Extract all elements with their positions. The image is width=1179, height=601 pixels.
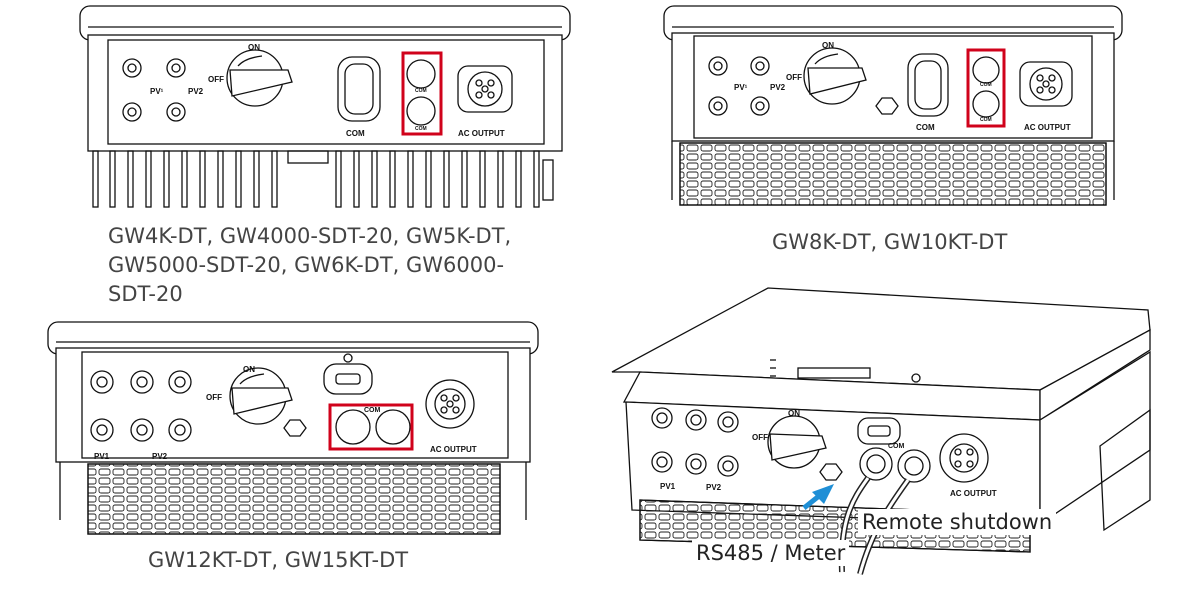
on-label: ON — [822, 41, 834, 50]
pv-connector-icon — [122, 58, 186, 122]
caption-line: GW4K-DT, GW4000-SDT-20, GW5K-DT, — [108, 224, 512, 248]
off-label: OFF — [208, 75, 224, 84]
pv2-label: PV2 — [706, 483, 722, 492]
ac-output-connector-icon — [939, 433, 989, 483]
inverter-panel-2 — [663, 5, 1123, 206]
on-label: ON — [243, 365, 255, 374]
com-label: COM — [346, 129, 365, 138]
com-port-a-label: COM — [415, 88, 427, 94]
pv-connector-icon — [651, 407, 739, 477]
pv1-label: PV¹ — [734, 83, 748, 92]
com-label: COM — [888, 443, 905, 450]
panel-3-caption: GW12KT-DT, GW15KT-DT — [148, 548, 409, 572]
rs485-arrow-icon — [802, 484, 834, 510]
pv1-label: PV¹ — [150, 87, 164, 96]
off-label: OFF — [752, 433, 768, 442]
com-port-b-label: COM — [415, 126, 427, 132]
inverter-panel-3 — [47, 321, 539, 535]
vent-valve-icon — [875, 97, 899, 115]
com-gland-icon — [859, 447, 931, 483]
vent-valve-icon — [819, 463, 843, 481]
pv2-label: PV2 — [188, 87, 204, 96]
com-highlight-box — [328, 403, 414, 451]
com-label: COM — [916, 123, 935, 132]
dc-switch-icon — [229, 367, 293, 425]
pv2-label: PV2 — [152, 452, 168, 461]
com-highlight-box — [401, 51, 443, 136]
off-label: OFF — [206, 393, 222, 402]
ac-output-label: AC OUTPUT — [1024, 123, 1071, 132]
inverter-panel-1 — [79, 5, 571, 208]
pv2-label: PV2 — [770, 83, 786, 92]
pv1-label: PV1 — [660, 482, 676, 491]
panel-1-caption: GW4K-DT, GW4000-SDT-20, GW5K-DT, GW5000-… — [108, 222, 511, 309]
ac-output-connector-icon — [457, 65, 513, 113]
off-label: OFF — [786, 73, 802, 82]
on-label: ON — [788, 409, 800, 418]
pv-connector-icon — [708, 56, 770, 116]
ac-output-connector-icon — [1019, 61, 1073, 107]
ac-output-label: AC OUTPUT — [950, 489, 997, 498]
vent-valve-icon — [283, 419, 307, 437]
wifi-module-icon — [323, 353, 373, 395]
com-label: COM — [364, 407, 381, 414]
com-port-a-label: COM — [980, 82, 992, 88]
ac-output-label: AC OUTPUT — [458, 129, 505, 138]
com-port-b-label: COM — [980, 117, 992, 123]
pv-connector-icon — [90, 370, 192, 442]
dc-switch-icon — [803, 47, 867, 105]
ac-output-connector-icon — [425, 379, 475, 429]
com-gland-icon — [907, 53, 949, 117]
com-gland-icon — [337, 56, 381, 122]
wifi-module-icon — [857, 417, 901, 445]
com-highlight-box — [966, 48, 1006, 128]
caption-line: GW5000-SDT-20, GW6K-DT, GW6000- — [108, 253, 505, 277]
dc-switch-icon — [767, 415, 827, 469]
ac-output-label: AC OUTPUT — [430, 445, 477, 454]
dc-switch-icon — [226, 49, 293, 107]
caption-line: SDT-20 — [108, 282, 183, 306]
panel-2-caption: GW8K-DT, GW10KT-DT — [772, 230, 1008, 254]
pv1-label: PV1 — [94, 452, 110, 461]
on-label: ON — [248, 43, 260, 52]
rs485-meter-callout: RS485 / Meter — [692, 540, 850, 566]
remote-shutdown-callout: Remote shutdown — [858, 509, 1057, 535]
